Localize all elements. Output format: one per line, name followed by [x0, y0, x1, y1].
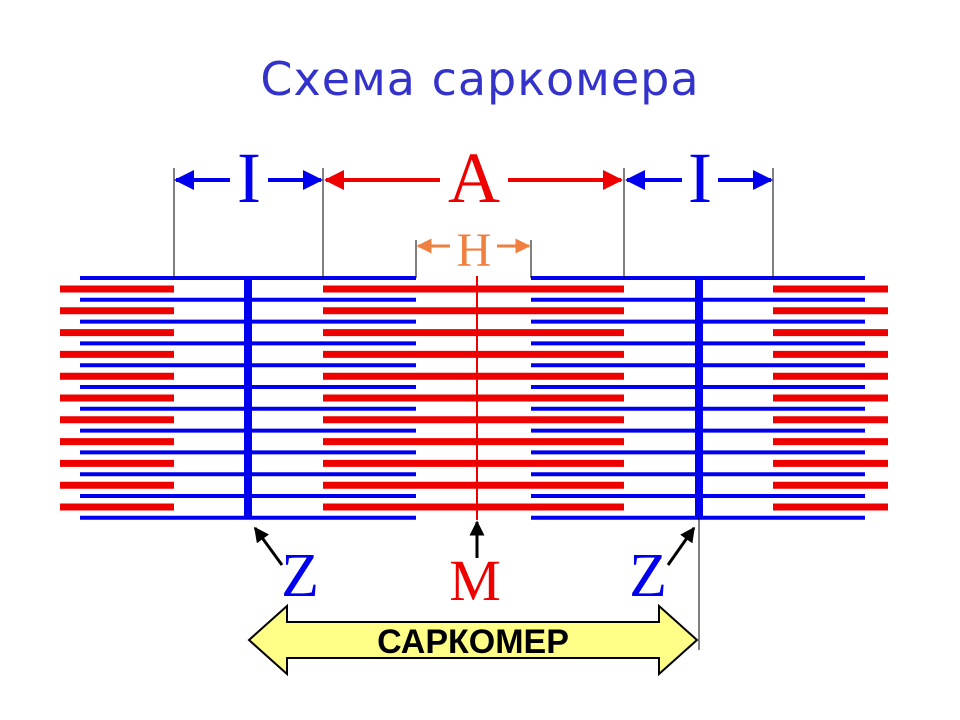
sarcomere-arrow: [247, 603, 699, 677]
a-band-label: A: [448, 138, 500, 218]
i-band-right-label: I: [688, 138, 712, 218]
sarcomere-label: САРКОМЕР: [377, 623, 569, 661]
z-line-left-label: Z: [281, 542, 319, 610]
z-line-right-label: Z: [629, 542, 667, 610]
m-line-label: M: [449, 548, 501, 613]
i-band-left-label: I: [237, 138, 261, 218]
z-right-pointer-arrow: [666, 526, 696, 566]
filament-layer: [60, 276, 888, 520]
page-title: Схема саркомера: [260, 52, 700, 106]
h-zone-label: H: [457, 224, 492, 277]
z-left-pointer-arrow: [253, 526, 284, 566]
